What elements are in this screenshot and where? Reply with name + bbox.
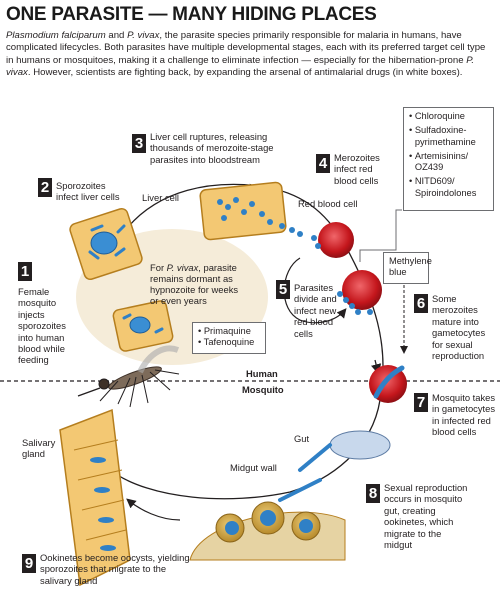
step-5-text: Parasites divide and infect new red bloo… (294, 282, 337, 339)
drug-name: Methylene blue (389, 256, 432, 278)
hypnozoite-text: For (150, 262, 167, 273)
drug-item: • Tafenoquine (198, 337, 255, 348)
step-number: 7 (414, 393, 428, 412)
mosquito-graphic (77, 345, 180, 408)
drug-item: • Artemisinins/ OZ439 (409, 151, 488, 174)
midgut-wall-label: Midgut wall (230, 462, 277, 473)
drug-name: Sulfadoxine-pyrimethamine (414, 125, 476, 147)
liver-stage-drug-box: • Primaquine • Tafenoquine (192, 322, 266, 354)
species-name: P. vivax (166, 262, 199, 273)
liver-cell-2 (112, 300, 174, 352)
drug-item: • Primaquine (198, 326, 251, 336)
intro-paragraph: Plasmodium falciparum and P. vivax, the … (6, 30, 494, 80)
mosquito-label: Mosquito (242, 384, 284, 395)
red-blood-cell-label: Red blood cell (298, 198, 358, 209)
red-blood-cell-1 (318, 222, 354, 258)
gut-label: Gut (294, 433, 310, 444)
species-name: Plasmodium falciparum (6, 30, 106, 41)
intro-text: , the parasite species primarily respons… (6, 30, 486, 66)
merozoites-cluster (311, 235, 373, 315)
gametocyte-drug-box: Methylene blue (383, 252, 432, 284)
species-name: P. vivax (127, 30, 160, 41)
step-number: 2 (38, 178, 52, 197)
step-8-text: Sexual reproduction occurs in mosquito g… (384, 482, 468, 551)
step-4-text: Merozoites infect red blood cells (334, 152, 380, 186)
drug-name: NITD609/ Spiroindolones (414, 176, 477, 198)
step-2-text: Sporozoites infect liver cells (56, 180, 120, 203)
human-label: Human (246, 368, 278, 379)
step-3-text: Liver cell ruptures, releasing thousands… (150, 131, 274, 165)
step-number: 4 (316, 154, 330, 173)
salivary-gland-label: Salivary gland (22, 437, 56, 459)
step-1-text: Female mosquito injects sporozoites into… (18, 286, 66, 366)
liver-cell-3 (199, 181, 303, 241)
step-number: 9 (22, 554, 36, 573)
red-blood-cell-2 (342, 270, 382, 310)
drug-name: Primaquine (203, 326, 251, 336)
salivary-gland-graphic (59, 408, 131, 587)
liver-cell-1 (69, 207, 143, 281)
cycle-loop (109, 183, 384, 500)
drug-item: • Chloroquine (409, 111, 465, 121)
drug-item: • NITD609/ Spiroindolones (409, 176, 488, 199)
step-6-text: Some merozoites mature into gametocytes … (432, 293, 486, 362)
page-title: ONE PARASITE — MANY HIDING PLACES (6, 4, 377, 25)
intro-text: . However, scientists are fighting back,… (27, 67, 463, 79)
drug-name: Tafenoquine (203, 337, 255, 348)
hypnozoite-text: , parasite remains dormant as hypnozoite… (150, 262, 239, 306)
step-number: 1 (18, 262, 32, 281)
step-number: 5 (276, 280, 290, 299)
drug-connector (359, 209, 402, 262)
hypnozoite-note: For P. vivax, parasite remains dormant a… (150, 262, 246, 306)
step-7-text: Mosquito takes in gametocytes in infecte… (432, 392, 496, 438)
blood-stage-drug-box: • Chloroquine • Sulfadoxine-pyrimethamin… (403, 107, 494, 211)
rbc-loop (283, 257, 347, 324)
sporozoite-path (126, 498, 181, 521)
gut-graphic (278, 430, 391, 502)
step-number: 6 (414, 294, 428, 313)
drug-item: • Sulfadoxine-pyrimethamine (409, 125, 488, 148)
step-9-text: Ookinetes become oocysts, yielding sporo… (40, 552, 190, 586)
species-name: P. vivax (6, 54, 475, 79)
intro-text: and (105, 30, 128, 41)
midgut-wall-graphic (189, 501, 346, 561)
step-number: 3 (132, 134, 146, 153)
drug-name: Artemisinins/ OZ439 (414, 150, 469, 173)
drug-name: Chloroquine (414, 111, 465, 121)
liver-cell-label: Liver cell (142, 192, 179, 203)
step-number: 8 (366, 484, 380, 503)
